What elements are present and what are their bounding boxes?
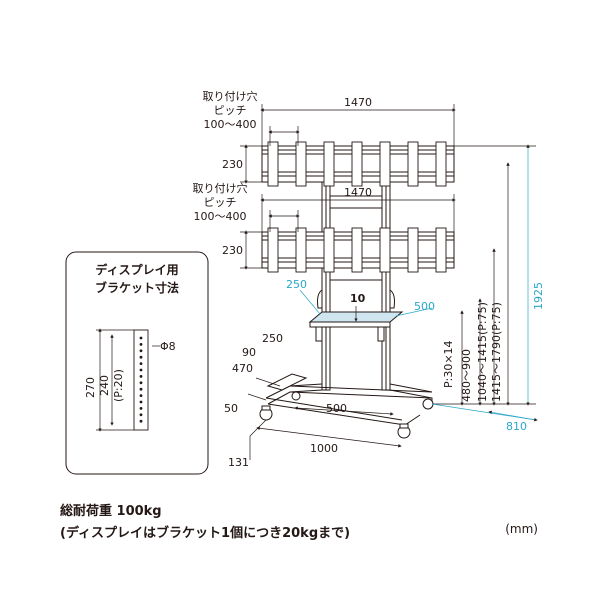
base-250-label: 250 bbox=[262, 332, 283, 345]
bracket-plate bbox=[267, 227, 279, 273]
range-1040-label: 1040〜1415(P:75) bbox=[476, 302, 489, 402]
bracket-plates bbox=[267, 141, 447, 273]
bracket-plate bbox=[435, 141, 447, 187]
bracket-plate bbox=[407, 141, 419, 187]
base-131-label: 131 bbox=[228, 456, 249, 469]
bracket-plate bbox=[295, 141, 307, 187]
bracket-plate bbox=[351, 141, 363, 187]
inset-phi-label: Φ8 bbox=[160, 340, 176, 353]
bracket-plate bbox=[323, 227, 335, 273]
base-500-label: 500 bbox=[326, 402, 347, 415]
base bbox=[265, 373, 433, 426]
mount-label-top: 取り付け穴 ピッチ 100〜400 bbox=[203, 89, 258, 131]
range-480-label: 480〜900 bbox=[460, 349, 473, 402]
bracket-hole bbox=[139, 413, 143, 417]
bracket-plate bbox=[407, 227, 419, 273]
bracket-plate bbox=[379, 227, 391, 273]
bracket-plate bbox=[379, 141, 391, 187]
mount-label-line1: 取り付け穴 bbox=[203, 89, 258, 103]
pitch-label: P:30×14 bbox=[442, 340, 455, 388]
bracket-hole bbox=[139, 394, 143, 397]
bracket-plate bbox=[351, 227, 363, 273]
mount-label-mid-line3: 100〜400 bbox=[194, 210, 247, 223]
wheels bbox=[259, 391, 434, 439]
load-capacity-text: 総耐荷重 100kg bbox=[60, 504, 162, 519]
bracket-hole bbox=[139, 400, 143, 404]
bracket-hole bbox=[139, 419, 143, 423]
bracket-hole bbox=[139, 349, 143, 353]
depth-810-label: 810 bbox=[506, 420, 527, 433]
mount-label-line3: 100〜400 bbox=[204, 118, 257, 131]
bracket-hole bbox=[139, 407, 143, 410]
bracket-plate bbox=[323, 141, 335, 187]
mount-label-mid-line1: 取り付け穴 bbox=[193, 181, 248, 195]
bracket-hole bbox=[139, 368, 143, 372]
load-note-text: (ディスプレイはブラケット1個につき20kgまで) bbox=[60, 526, 351, 541]
bracket-holes bbox=[139, 336, 143, 423]
base-470-label: 470 bbox=[232, 362, 253, 375]
bracket-plate bbox=[435, 227, 447, 273]
inset-270-label: 270 bbox=[84, 377, 97, 398]
total-height-label: 1925 bbox=[532, 282, 545, 310]
bracket-plate bbox=[295, 227, 307, 273]
height-230-mid-label: 230 bbox=[222, 244, 243, 257]
bracket-plate bbox=[267, 141, 279, 187]
bracket-hole bbox=[139, 375, 143, 378]
shelf-depth-500-label: 500 bbox=[414, 300, 435, 313]
base-90-label: 90 bbox=[242, 346, 256, 359]
bracket-hole bbox=[139, 336, 143, 340]
inset-title-line2: ブラケット寸法 bbox=[95, 280, 179, 295]
mount-label-mid-line2: ピッチ bbox=[204, 196, 237, 209]
unit-label: (mm) bbox=[505, 522, 538, 536]
inset-title-line1: ディスプレイ用 bbox=[95, 262, 178, 277]
bracket-hole bbox=[139, 343, 143, 346]
center-10-label: 10 bbox=[350, 292, 366, 305]
base-50-label: 50 bbox=[224, 402, 238, 415]
range-1415-label: 1415〜1790(P:75) bbox=[490, 302, 503, 402]
width-top-label: 1470 bbox=[344, 96, 372, 109]
bracket-hole bbox=[139, 355, 143, 359]
bracket-hole bbox=[139, 387, 143, 391]
bracket-inset: ディスプレイ用 ブラケット寸法 Φ8 270 240 (P:20) bbox=[65, 251, 209, 475]
bracket-hole bbox=[139, 362, 143, 365]
inset-240-label: 240 bbox=[98, 375, 111, 396]
mount-label-mid: 取り付け穴 ピッチ 100〜400 bbox=[193, 181, 248, 223]
base-1000-label: 1000 bbox=[310, 442, 338, 455]
inset-p20-label: (P:20) bbox=[112, 369, 125, 402]
height-230-top-label: 230 bbox=[222, 158, 243, 171]
width-mid-label: 1470 bbox=[344, 186, 372, 199]
bracket-hole bbox=[139, 381, 143, 385]
shelf-width-250-label: 250 bbox=[286, 278, 307, 291]
mount-label-line2: ピッチ bbox=[214, 104, 247, 117]
dimension-lines bbox=[240, 104, 538, 460]
